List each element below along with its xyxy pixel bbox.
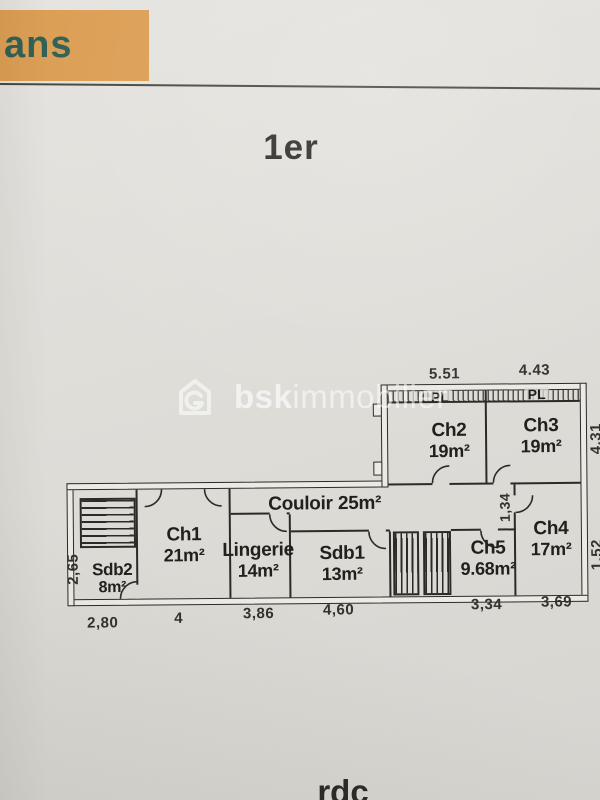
dim-right-ch4: 1,52: [588, 538, 600, 571]
room-name: Sdb2: [91, 559, 133, 580]
room-name: Couloir: [268, 493, 333, 515]
dim-bottom-4: 4,60: [322, 601, 355, 619]
room-label-couloir: Couloir 25m²: [268, 493, 381, 516]
room-area: 8m²: [98, 579, 127, 597]
floor-title: 1er: [263, 128, 319, 167]
room-area: 17m²: [530, 538, 572, 559]
floor-footer: rdc: [317, 773, 369, 800]
agency-banner: ans: [0, 10, 149, 81]
room-label-sdb1: Sdb1 13m²: [319, 542, 365, 584]
dim-right-ch3: 4,31: [587, 422, 600, 455]
room-name: Ch3: [523, 415, 559, 437]
room-area: 9.68m²: [460, 557, 516, 579]
room-label-lingerie: Lingerie 14m²: [222, 539, 294, 581]
agency-banner-text: ans: [4, 24, 73, 66]
room-name: Sdb1: [319, 542, 365, 565]
room-name: Ch4: [533, 517, 569, 540]
room-label-ch4: Ch4 17m²: [530, 517, 572, 559]
room-name: Ch1: [166, 524, 202, 546]
room-area: 19m²: [520, 435, 562, 456]
room-name: Lingerie: [222, 539, 294, 561]
room-name: Ch2: [431, 419, 467, 442]
dim-bottom-2: 4: [174, 609, 184, 627]
dim-left-sdb2: 2,65: [64, 553, 82, 585]
room-area: 14m²: [237, 559, 279, 581]
room-area: 21m²: [163, 544, 205, 565]
dim-bottom-5: 3,34: [470, 596, 503, 614]
room-label-ch3: Ch3 19m²: [520, 415, 562, 456]
room-area: 13m²: [321, 563, 363, 584]
dim-top-ch3: 4.43: [518, 361, 551, 379]
dim-inner-couloir: 1,34: [496, 492, 513, 523]
dim-bottom-3: 3,86: [242, 604, 275, 623]
room-area: 25m²: [337, 492, 382, 515]
dim-top-ch2: 5.51: [428, 365, 461, 383]
room-label-ch2: Ch2 19m²: [428, 419, 470, 461]
dim-bottom-1: 2,80: [87, 614, 119, 632]
dim-bottom-6: 3,69: [540, 593, 573, 611]
room-area: 19m²: [428, 440, 470, 461]
room-label-ch1: Ch1 21m²: [163, 524, 205, 565]
room-label-sdb2: Sdb2 8m²: [91, 559, 133, 597]
room-name: Ch5: [470, 537, 506, 559]
room-label-ch5: Ch5 9.68m²: [460, 537, 516, 579]
